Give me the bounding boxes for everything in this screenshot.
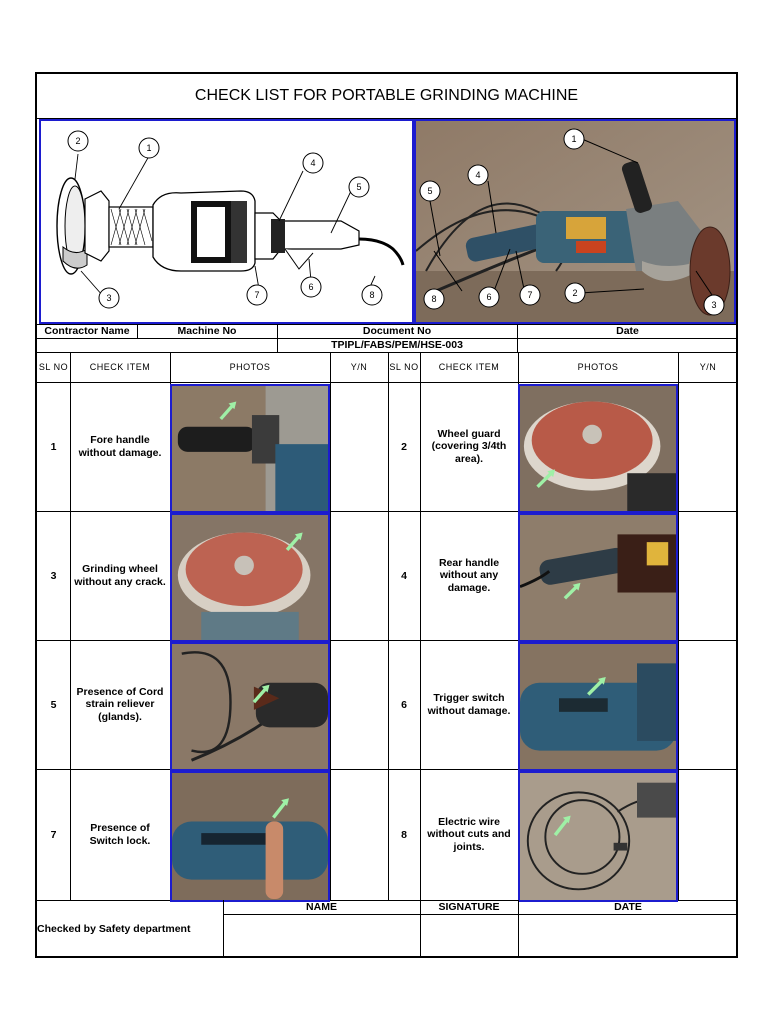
item-number: 1 xyxy=(50,440,57,453)
photo-cord-strain-reliever xyxy=(170,642,330,771)
check-item-text: Presence of Cord strain reliever (glands… xyxy=(76,685,164,723)
item-number: 7 xyxy=(50,828,57,841)
footer-name-field[interactable] xyxy=(223,914,420,958)
photo-electric-wire xyxy=(518,771,678,902)
svg-text:7: 7 xyxy=(254,290,259,300)
svg-text:2: 2 xyxy=(75,136,80,146)
item-number: 5 xyxy=(50,698,57,711)
check-item-text: Wheel guard (covering 3/4th area). xyxy=(431,427,507,465)
yn-field[interactable] xyxy=(330,640,388,769)
svg-text:3: 3 xyxy=(106,293,111,303)
col-sl-no-left: SL NO xyxy=(38,362,69,372)
footer-date-field[interactable] xyxy=(518,914,738,958)
footer-name-label: NAME xyxy=(306,901,337,913)
date-label: Date xyxy=(616,325,639,337)
document-no-value: TPIPL/FABS/PEM/HSE-003 xyxy=(331,339,463,351)
yn-field[interactable] xyxy=(330,382,388,511)
col-sl-no-right: SL NO xyxy=(389,362,419,372)
contractor-machine-value[interactable] xyxy=(37,338,277,352)
photo-trigger-switch xyxy=(518,642,678,771)
yn-field[interactable] xyxy=(330,511,388,640)
photo-callouts: 1 2 3 4 5 6 7 8 xyxy=(419,128,725,316)
col-photos-left: PHOTOS xyxy=(229,362,271,372)
photo-grinding-wheel xyxy=(170,513,330,642)
item-number: 2 xyxy=(401,440,407,453)
footer-signature-label: SIGNATURE xyxy=(438,901,500,913)
page-title: CHECK LIST FOR PORTABLE GRINDING MACHINE xyxy=(194,87,579,104)
photo-fore-handle xyxy=(170,384,330,513)
svg-text:8: 8 xyxy=(431,294,436,304)
checked-by-label: Checked by Safety department xyxy=(37,923,191,935)
col-yn-left: Y/N xyxy=(350,362,368,372)
footer-signature-field[interactable] xyxy=(420,914,518,958)
svg-text:1: 1 xyxy=(146,143,151,153)
svg-text:4: 4 xyxy=(310,158,315,168)
svg-text:2: 2 xyxy=(572,288,577,298)
col-yn-right: Y/N xyxy=(699,362,717,372)
check-item-text: Presence of Switch lock. xyxy=(89,822,151,847)
check-item-text: Electric wire without cuts and joints. xyxy=(427,815,511,853)
item-number: 8 xyxy=(401,828,407,841)
title-divider xyxy=(37,118,736,119)
item-number: 3 xyxy=(50,569,57,582)
machine-no-label: Machine No xyxy=(177,325,237,337)
svg-text:7: 7 xyxy=(527,290,532,300)
svg-text:6: 6 xyxy=(486,292,491,302)
document-no-label: Document No xyxy=(362,325,432,337)
svg-text:5: 5 xyxy=(427,186,432,196)
col-photos-right: PHOTOS xyxy=(577,362,619,372)
col-check-item-left: CHECK ITEM xyxy=(89,362,151,372)
check-item-text: Rear handle without any damage. xyxy=(438,556,500,594)
photo-wheel-guard xyxy=(518,384,678,513)
checklist-sheet: CHECK LIST FOR PORTABLE GRINDING MACHINE xyxy=(35,72,738,958)
diagram-callouts: 1 2 3 4 5 6 7 8 xyxy=(67,130,383,309)
photo-switch-lock xyxy=(170,771,330,902)
contractor-name-label: Contractor Name xyxy=(44,325,130,337)
check-item-text: Trigger switch without damage. xyxy=(427,692,511,717)
yn-field[interactable] xyxy=(678,382,738,511)
check-item-text: Fore handle without damage. xyxy=(78,434,162,459)
col-check-item-right: CHECK ITEM xyxy=(438,362,500,372)
svg-text:3: 3 xyxy=(711,300,716,310)
check-item-text: Grinding wheel without any crack. xyxy=(74,563,166,588)
svg-text:6: 6 xyxy=(308,282,313,292)
photo-rear-handle xyxy=(518,513,678,642)
svg-text:5: 5 xyxy=(356,182,361,192)
item-number: 6 xyxy=(401,698,407,711)
date-value[interactable] xyxy=(517,338,738,352)
svg-text:8: 8 xyxy=(369,290,374,300)
grinder-line-diagram: 1 2 3 4 5 6 7 8 xyxy=(39,119,414,324)
footer-date-label: DATE xyxy=(614,901,642,913)
yn-field[interactable] xyxy=(678,769,738,900)
svg-text:4: 4 xyxy=(475,170,480,180)
grinder-photo-labelled: 1 2 3 4 5 6 7 8 xyxy=(414,119,736,324)
yn-field[interactable] xyxy=(678,640,738,769)
yn-field[interactable] xyxy=(330,769,388,900)
svg-text:1: 1 xyxy=(571,134,576,144)
item-number: 4 xyxy=(401,569,407,582)
yn-field[interactable] xyxy=(678,511,738,640)
